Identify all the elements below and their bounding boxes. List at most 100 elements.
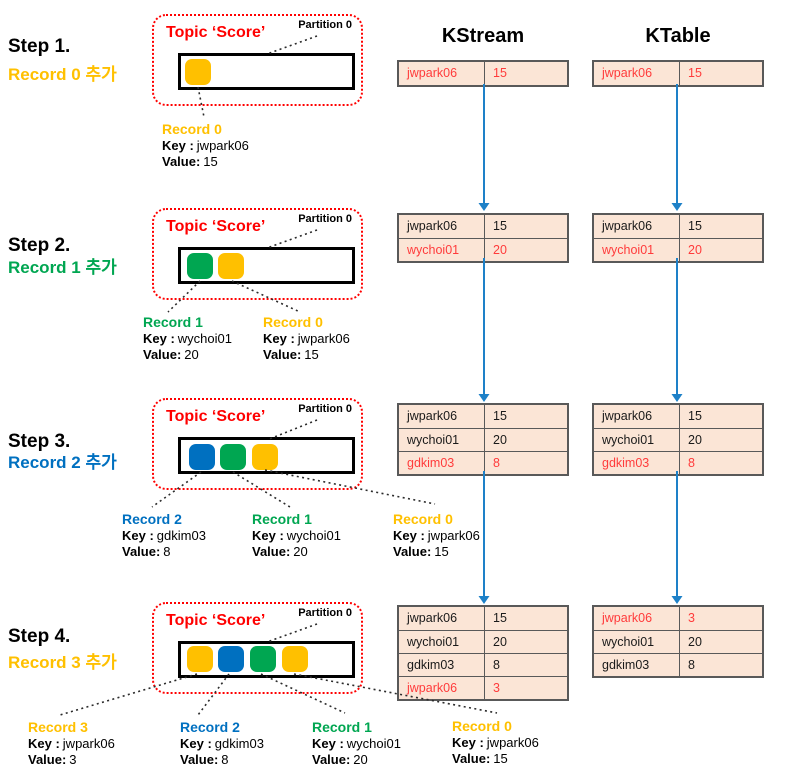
step-action-label: Record 1 추가	[8, 258, 117, 277]
key-value: gdkim03	[156, 528, 206, 543]
table-value-cell: 15	[688, 409, 702, 423]
record-annotation-title: Record 1	[312, 719, 372, 735]
step-label: Step 4.	[8, 626, 71, 647]
record-square-yellow	[185, 59, 211, 85]
table-key-cell: jwpark06	[594, 215, 680, 238]
table-key-cell: gdkim03	[399, 654, 485, 676]
record-square-green	[220, 444, 246, 470]
key-value: jwpark06	[297, 331, 350, 346]
step-label: Step 3.	[8, 431, 71, 452]
value-value: 3	[69, 752, 77, 767]
key-value: jwpark06	[486, 735, 539, 750]
record-annotation-title: Record 0	[263, 314, 323, 330]
record-key-line: Key :wychoi01	[252, 528, 341, 544]
table-value-cell: 15	[688, 66, 702, 80]
record-square-green	[187, 253, 213, 279]
value-label: Value:	[252, 544, 291, 559]
table-value-cell: 15	[493, 611, 507, 625]
record-value-line: Value:8	[122, 544, 206, 560]
value-value: 20	[184, 347, 199, 362]
record-value-line: Value:15	[263, 347, 350, 363]
record-value-line: Value:3	[28, 752, 115, 767]
value-value: 15	[434, 544, 449, 559]
table-key-cell: jwpark06	[594, 405, 680, 428]
table-key-cell: jwpark06	[399, 607, 485, 630]
record-annotation-title: Record 0	[162, 121, 222, 137]
step-label: Step 2.	[8, 235, 71, 256]
record-value-line: Value:20	[312, 752, 401, 767]
table-value-cell: 15	[688, 219, 702, 233]
value-label: Value:	[28, 752, 67, 767]
key-label: Key :	[122, 528, 154, 543]
record-value-line: Value:8	[180, 752, 264, 767]
table-value-cell: 20	[688, 433, 702, 447]
record-value-line: Value:20	[252, 544, 341, 560]
key-label: Key :	[162, 138, 194, 153]
flow-arrowhead	[478, 203, 490, 211]
value-value: 8	[221, 752, 229, 767]
key-label: Key :	[143, 331, 175, 346]
table-value-cell: 15	[493, 219, 507, 233]
table-row: wychoi01 20	[399, 630, 567, 653]
table-value-cell: 15	[493, 66, 507, 80]
table-key-cell: jwpark06	[399, 405, 485, 428]
partition-label: Partition 0	[298, 607, 352, 619]
table-value-cell: 15	[493, 409, 507, 423]
value-label: Value:	[393, 544, 432, 559]
table-key-cell: wychoi01	[594, 429, 680, 451]
record-annotation-title: Record 1	[143, 314, 203, 330]
step-label: Step 1.	[8, 36, 71, 57]
value-value: 15	[304, 347, 319, 362]
table-key-cell: jwpark06	[399, 677, 485, 699]
topic-title: Topic ‘Score’	[166, 408, 266, 425]
table-value-cell: 20	[493, 635, 507, 649]
key-value: jwpark06	[427, 528, 480, 543]
value-label: Value:	[180, 752, 219, 767]
value-value: 8	[163, 544, 171, 559]
table-key-cell: wychoi01	[399, 631, 485, 653]
record-key-line: Key :jwpark06	[452, 735, 539, 751]
table-value-cell: 8	[493, 658, 500, 672]
key-value: gdkim03	[214, 736, 264, 751]
table-key-cell: gdkim03	[594, 654, 680, 676]
ktable-column-header: KTable	[645, 25, 711, 47]
record-square-blue	[218, 646, 244, 672]
table-value-cell: 8	[688, 658, 695, 672]
key-label: Key :	[312, 736, 344, 751]
partition-label: Partition 0	[298, 403, 352, 415]
record-key-line: Key :jwpark06	[28, 736, 115, 752]
record-square-blue	[189, 444, 215, 470]
topic-title: Topic ‘Score’	[166, 24, 266, 41]
key-label: Key :	[452, 735, 484, 750]
key-value: wychoi01	[177, 331, 232, 346]
record-annotation-title: Record 1	[252, 511, 312, 527]
flow-arrowhead	[478, 394, 490, 402]
key-value: jwpark06	[196, 138, 249, 153]
record-annotation-title: Record 0	[452, 718, 512, 734]
table-value-cell: 20	[493, 433, 507, 447]
table-key-cell: wychoi01	[399, 239, 485, 261]
record-key-line: Key :wychoi01	[312, 736, 401, 752]
table-key-cell: gdkim03	[399, 452, 485, 474]
value-label: Value:	[143, 347, 182, 362]
record-annotation-title: Record 2	[122, 511, 182, 527]
value-label: Value:	[122, 544, 161, 559]
key-label: Key :	[393, 528, 425, 543]
flow-arrowhead	[671, 596, 683, 604]
value-value: 15	[203, 154, 218, 169]
table-value-cell: 20	[688, 243, 702, 257]
